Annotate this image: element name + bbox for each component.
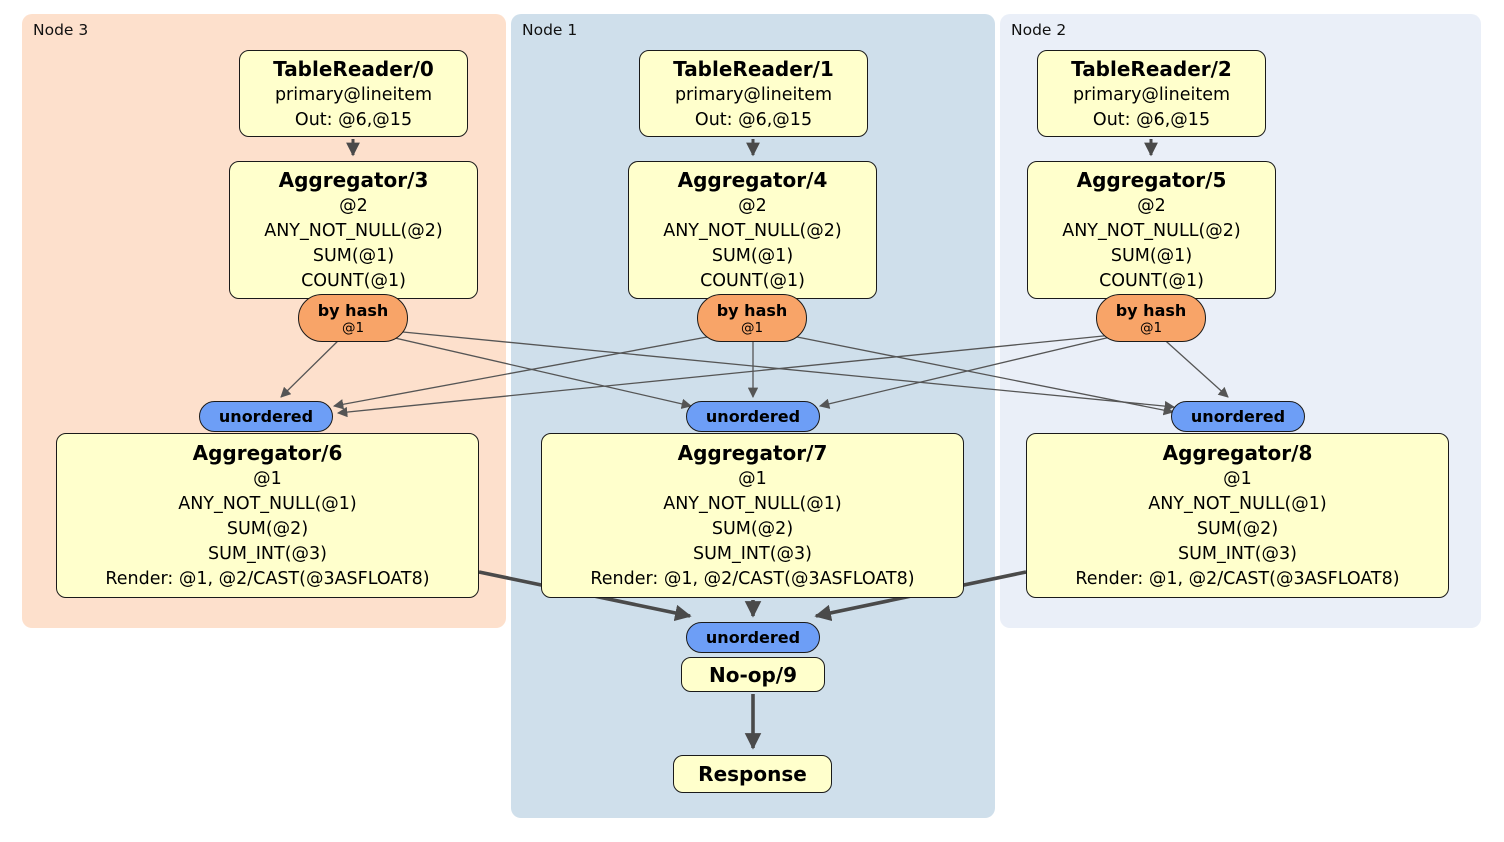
processor-tablereader-0: TableReader/0 primary@lineitem Out: @6,@… — [239, 50, 468, 137]
processor-tablereader-1: TableReader/1 primary@lineitem Out: @6,@… — [639, 50, 868, 137]
processor-detail: primary@lineitem — [674, 84, 833, 105]
processor-detail: SUM(@2) — [1196, 519, 1279, 539]
processor-title: Aggregator/4 — [677, 168, 828, 192]
processor-title: Aggregator/7 — [677, 441, 828, 465]
region-label: Node 3 — [33, 21, 89, 39]
processor-title: No-op/9 — [708, 662, 798, 687]
processor-detail: @2 — [339, 196, 368, 216]
sync-unordered-final: unordered — [686, 622, 820, 653]
sync-unordered-node1: unordered — [686, 401, 820, 432]
processor-detail: @1 — [1223, 469, 1252, 489]
processor-response: Response — [673, 755, 832, 793]
processor-title: TableReader/0 — [273, 56, 434, 81]
region-label: Node 1 — [522, 21, 578, 39]
processor-detail: primary@lineitem — [1072, 84, 1231, 105]
processor-aggregator-5: Aggregator/5 @2 ANY_NOT_NULL(@2) SUM(@1)… — [1027, 161, 1276, 299]
processor-detail: COUNT(@1) — [301, 271, 406, 291]
router-by-hash-node3: by hash @1 — [298, 294, 408, 342]
router-label: by hash — [1115, 300, 1187, 320]
router-detail: @1 — [740, 319, 764, 336]
processor-aggregator-6: Aggregator/6 @1 ANY_NOT_NULL(@1) SUM(@2)… — [56, 433, 479, 598]
processor-detail: primary@lineitem — [274, 84, 433, 105]
sync-label: unordered — [218, 407, 314, 426]
processor-aggregator-8: Aggregator/8 @1 ANY_NOT_NULL(@1) SUM(@2)… — [1026, 433, 1449, 598]
processor-detail: @1 — [253, 469, 282, 489]
processor-detail: SUM(@1) — [1110, 246, 1193, 266]
router-detail: @1 — [1139, 319, 1163, 336]
processor-title: Response — [698, 762, 807, 786]
processor-detail: Render: @1, @2/CAST(@3ASFLOAT8) — [590, 569, 915, 589]
router-by-hash-node1: by hash @1 — [697, 294, 807, 342]
processor-detail: SUM_INT(@3) — [208, 544, 327, 564]
processor-detail: Render: @1, @2/CAST(@3ASFLOAT8) — [1075, 569, 1400, 589]
processor-detail: ANY_NOT_NULL(@2) — [1062, 221, 1241, 241]
processor-title: Aggregator/3 — [278, 168, 429, 192]
sync-label: unordered — [705, 407, 801, 426]
processor-tablereader-2: TableReader/2 primary@lineitem Out: @6,@… — [1037, 50, 1266, 137]
processor-detail: COUNT(@1) — [700, 271, 805, 291]
router-detail: @1 — [341, 319, 365, 336]
processor-detail: COUNT(@1) — [1099, 271, 1204, 291]
processor-detail: SUM_INT(@3) — [693, 544, 812, 564]
processor-title: Aggregator/8 — [1162, 441, 1313, 465]
processor-aggregator-3: Aggregator/3 @2 ANY_NOT_NULL(@2) SUM(@1)… — [229, 161, 478, 299]
processor-detail: SUM(@2) — [226, 519, 309, 539]
processor-detail: @2 — [1137, 196, 1166, 216]
processor-detail: @2 — [738, 196, 767, 216]
processor-title: TableReader/2 — [1071, 56, 1232, 81]
sync-unordered-node2: unordered — [1171, 401, 1305, 432]
processor-detail: Render: @1, @2/CAST(@3ASFLOAT8) — [105, 569, 430, 589]
processor-detail: ANY_NOT_NULL(@1) — [1148, 494, 1327, 514]
router-label: by hash — [317, 300, 389, 320]
processor-title: Aggregator/5 — [1076, 168, 1227, 192]
router-by-hash-node2: by hash @1 — [1096, 294, 1206, 342]
processor-detail: Out: @6,@15 — [1092, 109, 1211, 130]
processor-detail: ANY_NOT_NULL(@2) — [663, 221, 842, 241]
processor-detail: SUM(@1) — [312, 246, 395, 266]
region-label: Node 2 — [1011, 21, 1067, 39]
processor-detail: Out: @6,@15 — [294, 109, 413, 130]
sync-label: unordered — [1190, 407, 1286, 426]
sync-unordered-node3: unordered — [199, 401, 333, 432]
processor-aggregator-7: Aggregator/7 @1 ANY_NOT_NULL(@1) SUM(@2)… — [541, 433, 964, 598]
processor-detail: ANY_NOT_NULL(@1) — [663, 494, 842, 514]
processor-detail: @1 — [738, 469, 767, 489]
processor-detail: SUM_INT(@3) — [1178, 544, 1297, 564]
processor-detail: SUM(@1) — [711, 246, 794, 266]
processor-noop-9: No-op/9 — [681, 657, 825, 692]
sync-label: unordered — [705, 628, 801, 647]
router-label: by hash — [716, 300, 788, 320]
processor-title: TableReader/1 — [673, 56, 834, 81]
processor-title: Aggregator/6 — [192, 441, 343, 465]
processor-detail: ANY_NOT_NULL(@2) — [264, 221, 443, 241]
processor-detail: ANY_NOT_NULL(@1) — [178, 494, 357, 514]
processor-aggregator-4: Aggregator/4 @2 ANY_NOT_NULL(@2) SUM(@1)… — [628, 161, 877, 299]
processor-detail: Out: @6,@15 — [694, 109, 813, 130]
processor-detail: SUM(@2) — [711, 519, 794, 539]
